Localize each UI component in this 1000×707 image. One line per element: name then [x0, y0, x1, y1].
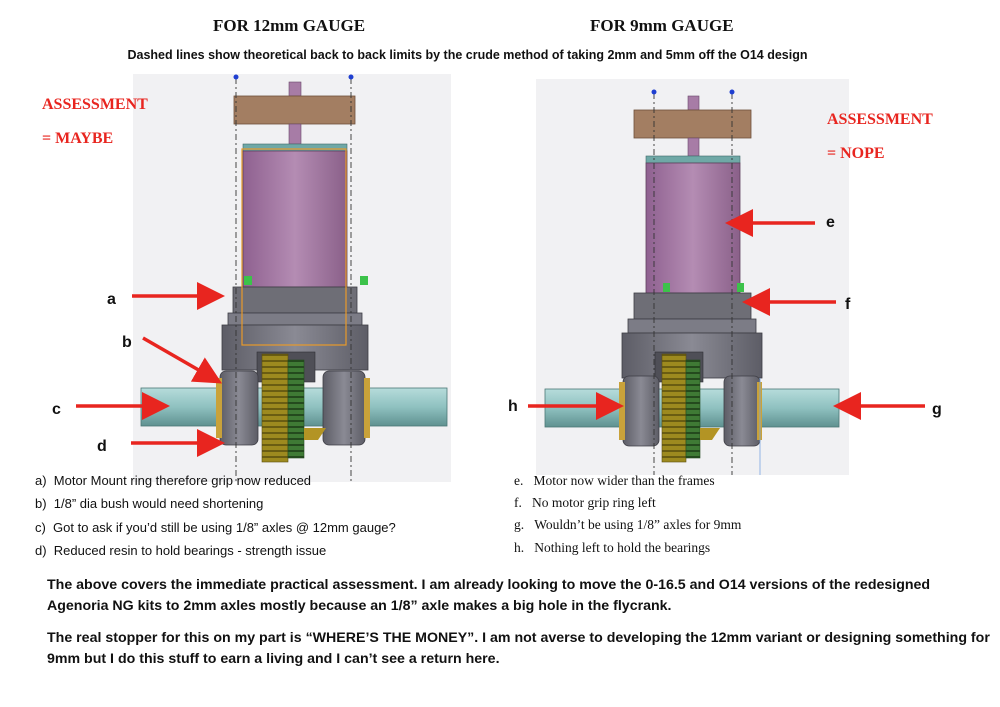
paragraph-assessment: The above covers the immediate practical… [47, 577, 931, 614]
callout-h: h [508, 398, 518, 415]
subtitle: Dashed lines show theoretical back to ba… [127, 48, 808, 62]
callout-a: a [107, 291, 116, 308]
callout-e: e [826, 214, 835, 231]
callout-b: b [122, 334, 132, 351]
arrow-b [142, 336, 223, 384]
right-gauge-title: FOR 9mm GAUGE [590, 16, 734, 35]
paragraph-money: The real stopper for this on my part is … [47, 630, 990, 667]
note-d: d) Reduced resin to hold bearings - stre… [35, 543, 327, 558]
note-g: g. Wouldn’t be using 1/8” axles for 9mm [514, 517, 742, 532]
left-assessment-heading: ASSESSMENT [42, 96, 148, 113]
note-c: c) Got to ask if you’d still be using 1/… [35, 520, 396, 535]
left-assessment-verdict: = MAYBE [42, 130, 114, 147]
callout-g: g [932, 401, 942, 418]
right-assessment-heading: ASSESSMENT [827, 111, 933, 128]
note-b: b) 1/8” dia bush would need shortening [35, 496, 264, 511]
left-gauge-title: FOR 12mm GAUGE [213, 16, 366, 35]
callout-f: f [845, 296, 851, 313]
note-h: h. Nothing left to hold the bearings [514, 540, 711, 555]
right-assessment-verdict: = NOPE [827, 145, 885, 162]
left-gauge-drawing [76, 74, 451, 482]
callout-c: c [52, 401, 61, 418]
note-f: f. No motor grip ring left [514, 495, 656, 510]
callout-d: d [97, 438, 107, 455]
right-gauge-drawing [528, 79, 925, 475]
note-e: e. Motor now wider than the frames [514, 473, 715, 488]
note-a: a) Motor Mount ring therefore grip now r… [35, 473, 312, 488]
